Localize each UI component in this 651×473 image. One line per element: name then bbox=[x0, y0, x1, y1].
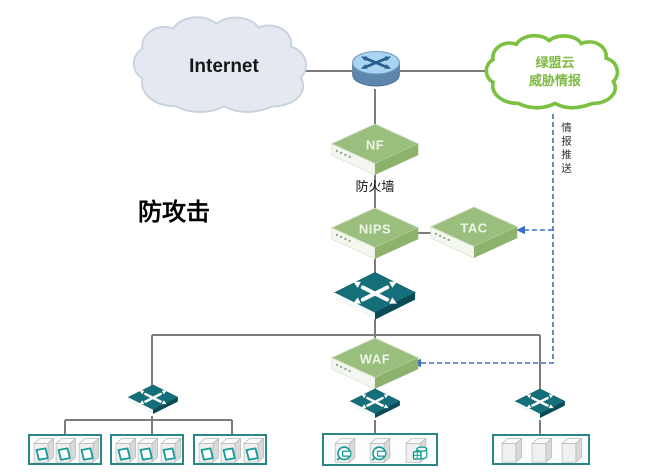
nf-appliance: NF bbox=[328, 122, 422, 177]
server-group-2 bbox=[110, 434, 184, 465]
tac-appliance: TAC bbox=[427, 205, 521, 260]
router-icon bbox=[350, 48, 402, 93]
client-server-icon bbox=[137, 437, 158, 463]
server-group-1 bbox=[28, 434, 102, 465]
server-group-plain bbox=[492, 434, 590, 465]
middle-switch-icon bbox=[348, 387, 402, 421]
threat-cloud: 绿盟云 威胁情报 bbox=[482, 24, 628, 120]
database-server-icon bbox=[405, 437, 427, 463]
core-switch-icon bbox=[331, 270, 419, 324]
nips-appliance: NIPS bbox=[328, 206, 422, 261]
server-icon bbox=[531, 437, 552, 463]
client-server-icon bbox=[160, 437, 181, 463]
threat-cloud-line1: 绿盟云 bbox=[535, 55, 575, 71]
server-icon bbox=[501, 437, 522, 463]
internet-cloud: Internet bbox=[128, 12, 320, 118]
threat-cloud-label: 绿盟云 威胁情报 bbox=[482, 24, 628, 120]
left-switch-icon bbox=[126, 383, 180, 417]
client-server-icon bbox=[220, 437, 241, 463]
server-group-audit bbox=[322, 433, 438, 466]
nf-label: NF bbox=[365, 137, 385, 153]
waf-appliance: WAF bbox=[328, 336, 422, 391]
intel-push-label: 情报推送 bbox=[560, 122, 572, 176]
firewall-caption: 防火墙 bbox=[355, 179, 395, 194]
internet-label: Internet bbox=[189, 56, 259, 77]
client-server-icon bbox=[33, 437, 54, 463]
server-icon bbox=[561, 437, 582, 463]
nips-label: NIPS bbox=[358, 221, 392, 237]
anti-attack-label: 防攻击 bbox=[138, 199, 210, 226]
client-server-icon bbox=[198, 437, 219, 463]
client-server-icon bbox=[115, 437, 136, 463]
client-server-icon bbox=[78, 437, 99, 463]
client-server-icon bbox=[55, 437, 76, 463]
server-group-3 bbox=[193, 434, 267, 465]
right-switch-icon bbox=[513, 387, 567, 421]
client-server-icon bbox=[243, 437, 264, 463]
scan-server-icon bbox=[369, 437, 391, 463]
threat-cloud-line2: 威胁情报 bbox=[528, 73, 581, 88]
scan-server-icon bbox=[334, 437, 355, 463]
tac-label: TAC bbox=[460, 220, 488, 236]
waf-label: WAF bbox=[359, 351, 391, 367]
